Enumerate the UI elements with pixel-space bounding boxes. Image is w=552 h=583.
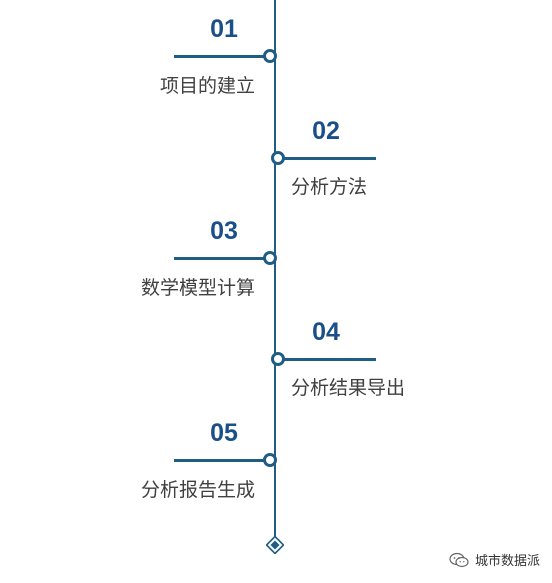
step-2-connector (280, 157, 376, 160)
step-3-node (263, 251, 277, 265)
step-4-label: 分析结果导出 (291, 377, 406, 399)
step-2-number: 02 (312, 117, 340, 145)
diamond-icon (266, 536, 284, 554)
step-1-node (263, 49, 277, 63)
step-5-number: 05 (210, 419, 238, 447)
step-2-label: 分析方法 (291, 176, 368, 198)
step-4-connector (280, 358, 376, 361)
step-5-label: 分析报告生成 (140, 479, 255, 501)
step-3-connector (174, 257, 270, 260)
step-5-node (263, 453, 277, 467)
timeline-axis (274, 0, 276, 543)
step-1-label: 项目的建立 (159, 75, 255, 97)
step-4-node (271, 352, 285, 366)
step-3-label: 数学模型计算 (140, 277, 255, 299)
watermark-text: 城市数据派 (474, 554, 540, 569)
step-1-number: 01 (210, 15, 238, 43)
step-2-node (271, 151, 285, 165)
step-1-connector (174, 55, 270, 58)
step-3-number: 03 (210, 217, 238, 245)
wechat-icon (449, 552, 469, 567)
step-4-number: 04 (312, 318, 340, 346)
step-5-connector (174, 459, 270, 462)
watermark: 城市数据派 (449, 550, 540, 569)
